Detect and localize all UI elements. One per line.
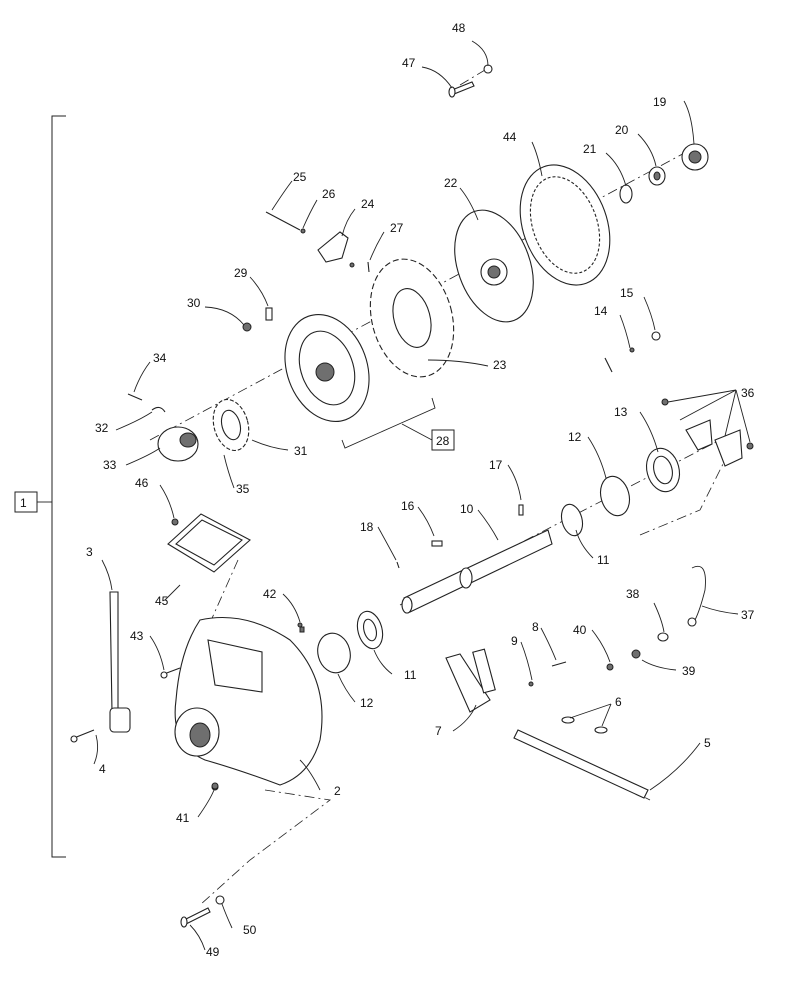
leader-lines (93, 40, 751, 951)
callout-46: 46 (135, 476, 149, 490)
callout-13: 13 (614, 405, 628, 419)
group-28-bracket (341, 397, 455, 451)
shaft-10 (401, 529, 553, 614)
callout-32: 32 (95, 421, 109, 435)
pressure-plate (284, 313, 370, 423)
callout-21: 21 (583, 142, 597, 156)
callout-7: 7 (435, 724, 442, 738)
callout-16: 16 (401, 499, 415, 513)
callout-3: 3 (86, 545, 93, 559)
clip-32 (151, 406, 166, 413)
assembly-bracket (14, 115, 66, 858)
callout-6: 6 (615, 695, 622, 709)
callout-25: 25 (293, 170, 307, 184)
callout-15: 15 (620, 286, 634, 300)
callout-26: 26 (322, 187, 336, 201)
screw-34 (127, 393, 143, 401)
pin-29 (265, 307, 273, 321)
callout-31: 31 (294, 444, 308, 458)
keys-6 (561, 716, 608, 734)
callout-12-lower: 12 (360, 696, 374, 710)
bearing-caps-36 (661, 398, 754, 467)
callout-47: 47 (402, 56, 416, 70)
bearing-19 (681, 143, 709, 171)
race-12-upper (599, 475, 631, 517)
callout-labels: 1 2 3 4 5 6 7 8 9 10 11 11 12 12 13 14 1… (20, 21, 755, 959)
callout-48: 48 (452, 21, 466, 35)
callout-1: 1 (20, 496, 27, 510)
stud-14-15 (604, 331, 661, 373)
callout-39: 39 (682, 664, 696, 678)
callout-34: 34 (153, 351, 167, 365)
sprocket-31 (212, 398, 250, 452)
sprocket-23 (369, 258, 455, 378)
callout-11-lower: 11 (404, 668, 417, 682)
callout-35: 35 (236, 482, 250, 496)
key-16-17-18 (396, 504, 524, 569)
screw-46 (171, 518, 179, 526)
callout-20: 20 (615, 123, 629, 137)
callout-29: 29 (234, 266, 248, 280)
callout-24: 24 (361, 197, 375, 211)
callout-23: 23 (493, 358, 507, 372)
callout-10: 10 (460, 502, 474, 516)
ring-gear-44 (519, 164, 611, 286)
callout-8: 8 (532, 620, 539, 634)
bearing-11-lower (356, 610, 384, 650)
lever-24 (317, 231, 349, 263)
callout-43: 43 (130, 629, 144, 643)
bearing-20 (648, 166, 666, 186)
pins-8-9 (528, 661, 567, 687)
tube-37 (687, 565, 706, 627)
callout-41: 41 (176, 811, 190, 825)
race-12-lower (317, 632, 351, 674)
pin-25 (265, 211, 301, 231)
callout-12-upper: 12 (568, 430, 582, 444)
callout-50: 50 (243, 923, 257, 937)
gasket-45 (167, 513, 251, 573)
washer-38-39-40 (606, 632, 669, 671)
callout-40: 40 (573, 623, 587, 637)
snap-ring-21 (619, 184, 633, 204)
bearing-housing-33 (157, 426, 199, 462)
callout-49: 49 (206, 945, 220, 959)
callout-9: 9 (511, 634, 518, 648)
callout-28: 28 (436, 434, 450, 448)
callout-42: 42 (263, 587, 277, 601)
bolt-47 (448, 64, 493, 98)
callout-37: 37 (741, 608, 755, 622)
callout-38: 38 (626, 587, 640, 601)
callout-14: 14 (594, 304, 608, 318)
housing-2 (174, 617, 323, 791)
bolt-49 (180, 895, 225, 928)
shift-lever-3 (109, 591, 131, 733)
small-parts-26-27 (300, 228, 370, 273)
clutch-disc-22 (454, 209, 534, 323)
bearing-11-upper (560, 503, 584, 537)
plug-41-42 (211, 626, 305, 790)
callout-27: 27 (390, 221, 404, 235)
shaft-5 (513, 729, 649, 799)
callout-18: 18 (360, 520, 374, 534)
bearing-13 (645, 447, 681, 493)
callout-5: 5 (704, 736, 711, 750)
nut-30 (242, 322, 252, 332)
callout-17: 17 (489, 458, 503, 472)
callout-2: 2 (334, 784, 341, 798)
callout-44: 44 (503, 130, 517, 144)
callout-22: 22 (444, 176, 458, 190)
callout-19: 19 (653, 95, 667, 109)
callout-30: 30 (187, 296, 201, 310)
callout-4: 4 (99, 762, 106, 776)
callout-33: 33 (103, 458, 117, 472)
bolt-4 (70, 729, 95, 743)
callout-36: 36 (741, 386, 755, 400)
shift-fork-7 (445, 648, 496, 713)
callout-11-upper: 11 (597, 553, 610, 567)
callout-45: 45 (155, 594, 169, 608)
bolt-43 (160, 667, 181, 679)
